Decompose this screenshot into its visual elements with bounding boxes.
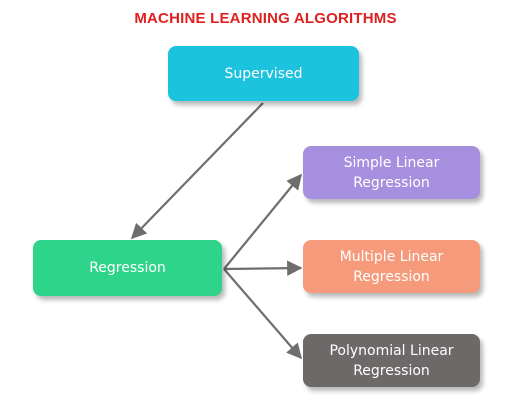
edge-regression-to-simple	[223, 173, 302, 270]
node-simple-linear-regression: Simple Linear Regression	[303, 146, 480, 199]
node-polynomial-linear-regression: Polynomial Linear Regression	[303, 334, 480, 387]
diagram-title: MACHINE LEARNING ALGORITHMS	[134, 10, 397, 27]
node-regression: Regression	[33, 240, 222, 296]
node-multiple-linear-regression: Multiple Linear Regression	[303, 240, 480, 293]
edge-regression-to-poly	[223, 268, 303, 360]
edge-regression-to-multiple	[223, 260, 303, 276]
edge-supervised-to-regression	[130, 102, 264, 240]
node-supervised: Supervised	[168, 46, 359, 101]
